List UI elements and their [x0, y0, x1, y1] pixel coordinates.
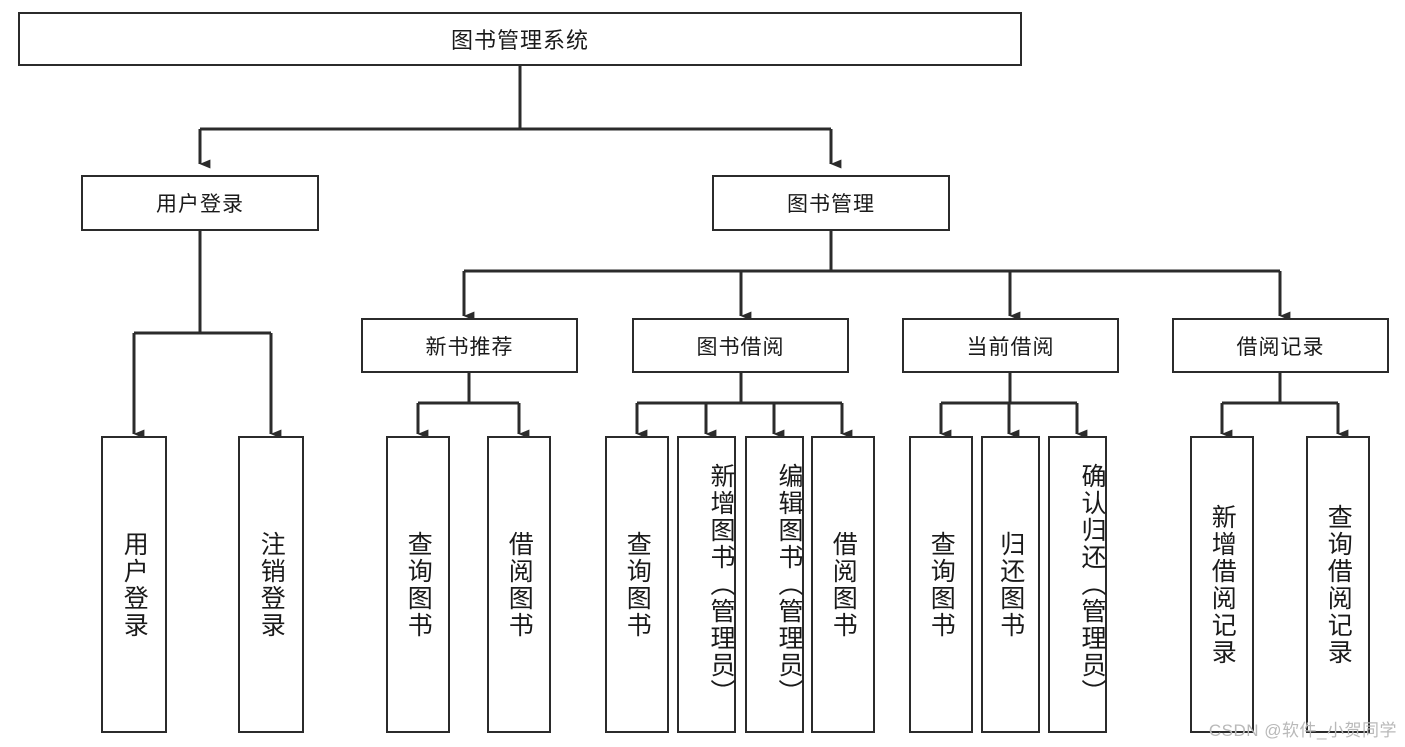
node-leaf-add-record[interactable]: 新增借阅记录 [1190, 436, 1254, 733]
node-leaf-user-login[interactable]: 用户登录 [101, 436, 167, 733]
node-new-book-rec-label: 新书推荐 [425, 335, 514, 359]
node-leaf-query-book-cur-label: 查询图书 [927, 530, 956, 639]
node-borrow-record-label: 借阅记录 [1236, 335, 1325, 359]
node-leaf-add-book[interactable]: 新增图书（管理员） [677, 436, 736, 733]
node-current-borrow[interactable]: 当前借阅 [902, 318, 1119, 373]
node-user-login[interactable]: 用户登录 [81, 175, 319, 231]
node-leaf-confirm-return[interactable]: 确认归还（管理员） [1048, 436, 1107, 733]
node-leaf-query-book-bo[interactable]: 查询图书 [605, 436, 669, 733]
node-root[interactable]: 图书管理系统 [18, 12, 1022, 66]
watermark-text: CSDN @软件_小贺同学 [1208, 721, 1397, 740]
node-leaf-query-book-rec[interactable]: 查询图书 [386, 436, 450, 733]
node-leaf-add-record-label: 新增借阅记录 [1208, 503, 1237, 666]
node-leaf-return-book[interactable]: 归还图书 [981, 436, 1040, 733]
node-borrow-record[interactable]: 借阅记录 [1172, 318, 1389, 373]
node-leaf-add-book-label: 新增图书（管理员） [707, 463, 735, 706]
node-root-label: 图书管理系统 [450, 28, 589, 53]
node-leaf-query-book-cur[interactable]: 查询图书 [909, 436, 973, 733]
node-leaf-query-book-bo-label: 查询图书 [623, 530, 652, 639]
node-book-manage[interactable]: 图书管理 [712, 175, 950, 231]
node-leaf-query-record[interactable]: 查询借阅记录 [1306, 436, 1370, 733]
node-leaf-logout[interactable]: 注销登录 [238, 436, 304, 733]
node-leaf-query-record-label: 查询借阅记录 [1324, 503, 1353, 666]
node-leaf-user-login-label: 用户登录 [120, 530, 149, 639]
node-book-manage-label: 图书管理 [787, 193, 875, 216]
node-user-login-label: 用户登录 [156, 193, 244, 216]
node-leaf-borrow-book-bo-label: 借阅图书 [829, 530, 858, 639]
node-current-borrow-label: 当前借阅 [966, 335, 1055, 359]
node-leaf-borrow-book-rec[interactable]: 借阅图书 [487, 436, 551, 733]
node-leaf-borrow-book-bo[interactable]: 借阅图书 [811, 436, 875, 733]
node-leaf-logout-label: 注销登录 [257, 530, 286, 639]
node-leaf-query-book-rec-label: 查询图书 [404, 530, 433, 639]
node-leaf-edit-book-label: 编辑图书（管理员） [775, 463, 803, 706]
node-new-book-rec[interactable]: 新书推荐 [361, 318, 578, 373]
node-leaf-confirm-return-label: 确认归还（管理员） [1078, 463, 1106, 706]
node-leaf-return-book-label: 归还图书 [996, 530, 1025, 639]
node-leaf-edit-book[interactable]: 编辑图书（管理员） [745, 436, 804, 733]
node-book-borrow-label: 图书借阅 [696, 335, 785, 359]
node-book-borrow[interactable]: 图书借阅 [632, 318, 849, 373]
node-leaf-borrow-book-rec-label: 借阅图书 [505, 530, 534, 639]
